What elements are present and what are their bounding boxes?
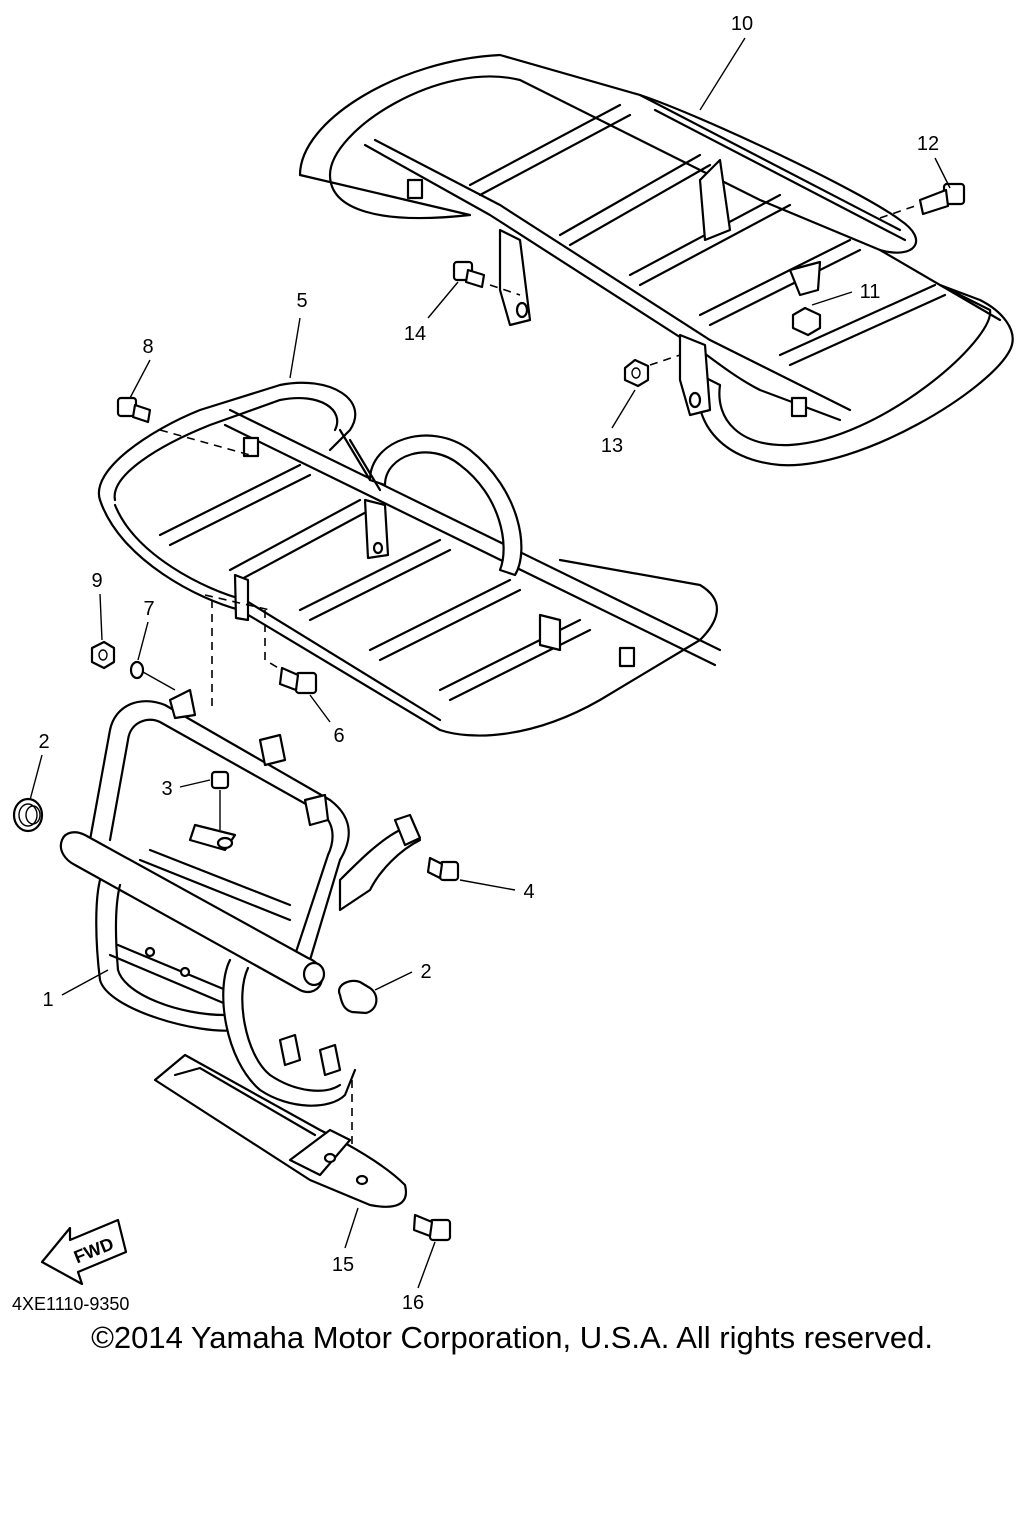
callout-6: 6: [333, 725, 344, 747]
callout-11: 11: [860, 281, 881, 303]
bolt-14: [452, 260, 486, 289]
leader-lines: [29, 37, 951, 1289]
callout-labels: 10 12 11 13 14 5 8 9 7 6 2 3 4 2 1 15 16: [38, 13, 939, 1314]
collar-11: [791, 306, 822, 337]
callout-7: 7: [143, 598, 154, 620]
alignment-line: [489, 284, 521, 296]
bolt-4: [426, 856, 460, 882]
rear-rack: [298, 53, 1014, 467]
plug-right: [337, 979, 378, 1015]
copyright-notice: ©2014 Yamaha Motor Corporation, U.S.A. A…: [91, 1320, 933, 1355]
callout-10: 10: [731, 13, 753, 35]
callout-1: 1: [42, 989, 53, 1011]
callout-4: 4: [523, 881, 534, 903]
bolt-6: [278, 666, 318, 695]
front-rack: [97, 381, 722, 737]
fwd-arrow-icon: FWD: [40, 1218, 128, 1286]
nut-13: [623, 358, 650, 388]
alignment-line: [879, 205, 916, 219]
bolt-3: [210, 770, 230, 830]
alignment-line: [264, 610, 286, 673]
callout-12: 12: [917, 133, 939, 155]
bolt-16: [412, 1213, 452, 1242]
diagram-code: 4XE1110-9350: [12, 1294, 129, 1314]
callout-16: 16: [402, 1292, 424, 1314]
front-guard: [59, 688, 422, 1107]
nut-9: [90, 640, 116, 670]
bolt-8: [116, 396, 152, 424]
callout-14: 14: [404, 323, 426, 345]
alignment-line: [159, 429, 251, 456]
callout-8: 8: [142, 336, 153, 358]
alignment-line: [204, 594, 271, 611]
callout-5: 5: [296, 290, 307, 312]
callout-13: 13: [601, 435, 623, 457]
alignment-line: [649, 354, 681, 366]
callout-3: 3: [161, 778, 172, 800]
callout-15: 15: [332, 1254, 354, 1276]
callout-2-left: 2: [38, 731, 49, 753]
callout-2-right: 2: [420, 961, 431, 983]
plug-left: [12, 797, 44, 833]
washer-7: [129, 660, 176, 691]
skid-plate: [153, 1053, 408, 1208]
callout-9: 9: [91, 570, 102, 592]
bolt-12: [918, 182, 966, 216]
